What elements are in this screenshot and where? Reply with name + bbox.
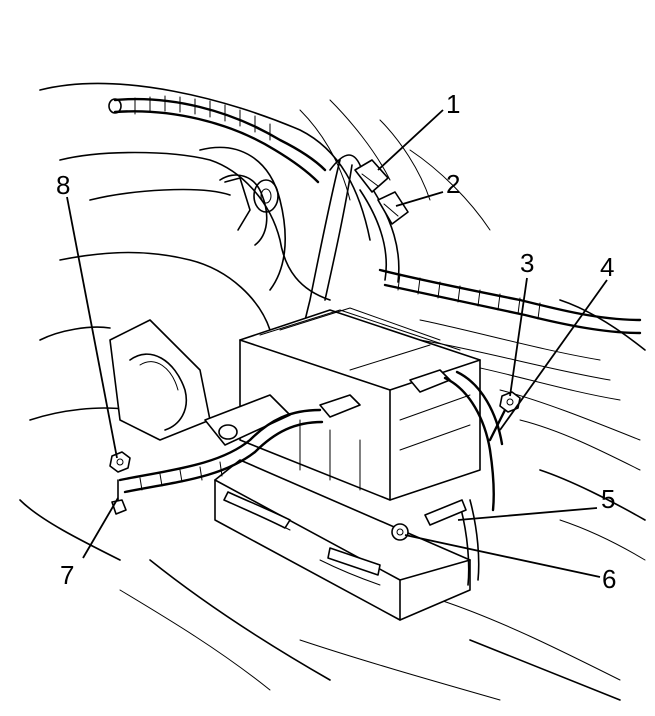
battery-bracket bbox=[109, 319, 291, 446]
callout-6: 6 bbox=[602, 564, 616, 594]
hardware bbox=[109, 391, 521, 541]
bolt-7 bbox=[111, 499, 127, 515]
battery-tray bbox=[214, 459, 471, 621]
callout-7: 7 bbox=[60, 560, 74, 590]
callout-3: 3 bbox=[520, 248, 534, 278]
wiring-harness bbox=[108, 95, 642, 361]
hold-down-bolt-5 bbox=[424, 499, 467, 526]
battery bbox=[239, 307, 481, 501]
battery-terminal bbox=[319, 394, 361, 418]
connector-1 bbox=[354, 159, 389, 193]
nut-8 bbox=[109, 451, 131, 473]
nut-6 bbox=[391, 523, 409, 541]
callout-2: 2 bbox=[446, 169, 460, 199]
leader-lines bbox=[66, 109, 608, 578]
harness-connectors bbox=[354, 159, 409, 225]
callout-5: 5 bbox=[601, 484, 615, 514]
nut-3 bbox=[499, 391, 521, 413]
connector-2 bbox=[377, 191, 409, 225]
callout-1: 1 bbox=[446, 89, 460, 119]
callout-4: 4 bbox=[600, 252, 614, 282]
callout-8: 8 bbox=[56, 170, 70, 200]
callouts: 1 2 3 4 5 6 7 8 bbox=[56, 89, 616, 594]
body-panels bbox=[19, 82, 646, 701]
battery-cables bbox=[118, 370, 512, 586]
